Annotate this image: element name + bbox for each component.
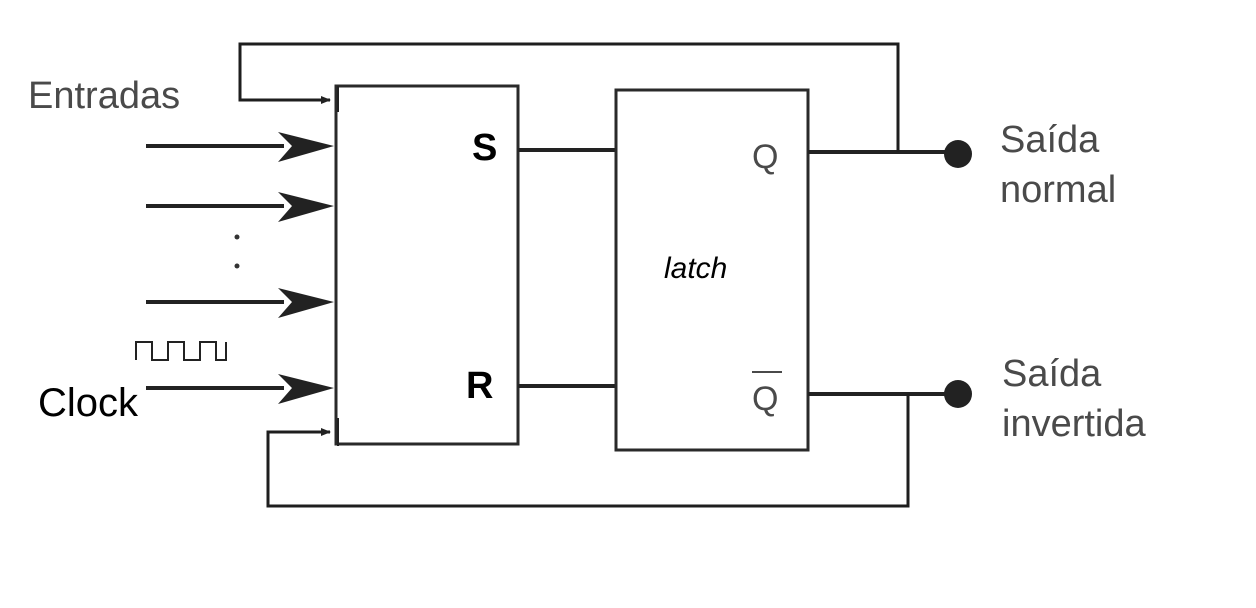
r-input-label: R — [466, 365, 493, 407]
clock-label: Clock — [38, 381, 139, 425]
q-bar-output-label: Q — [752, 380, 778, 418]
input-arrowhead-3 — [278, 288, 334, 318]
ellipsis-dot-2 — [234, 263, 240, 269]
q-output-label: Q — [752, 138, 778, 176]
q-feedback-loop — [238, 42, 900, 152]
s-input-label: S — [472, 127, 497, 169]
clock-arrowhead — [278, 374, 334, 404]
input-ellipsis — [234, 234, 240, 269]
input-arrows — [146, 132, 334, 404]
ellipsis-dot-1 — [234, 234, 240, 240]
normal-output-label-line1: Saída — [1000, 119, 1100, 161]
inverted-output-label-line1: Saída — [1002, 353, 1102, 395]
inverted-output-label-line2: invertida — [1002, 403, 1146, 445]
latch-block — [614, 88, 810, 452]
normal-output-terminal — [944, 140, 972, 168]
input-arrowhead-1 — [278, 132, 334, 162]
inverted-output-terminal — [944, 380, 972, 408]
q-bar-feedback-loop — [266, 394, 910, 508]
latch-label: latch — [664, 252, 727, 285]
inputs-label: Entradas — [28, 75, 180, 117]
clock-waveform-icon — [135, 341, 227, 361]
input-arrowhead-2 — [278, 192, 334, 222]
normal-output-label-line2: normal — [1000, 169, 1116, 211]
control-logic-block — [334, 84, 520, 446]
